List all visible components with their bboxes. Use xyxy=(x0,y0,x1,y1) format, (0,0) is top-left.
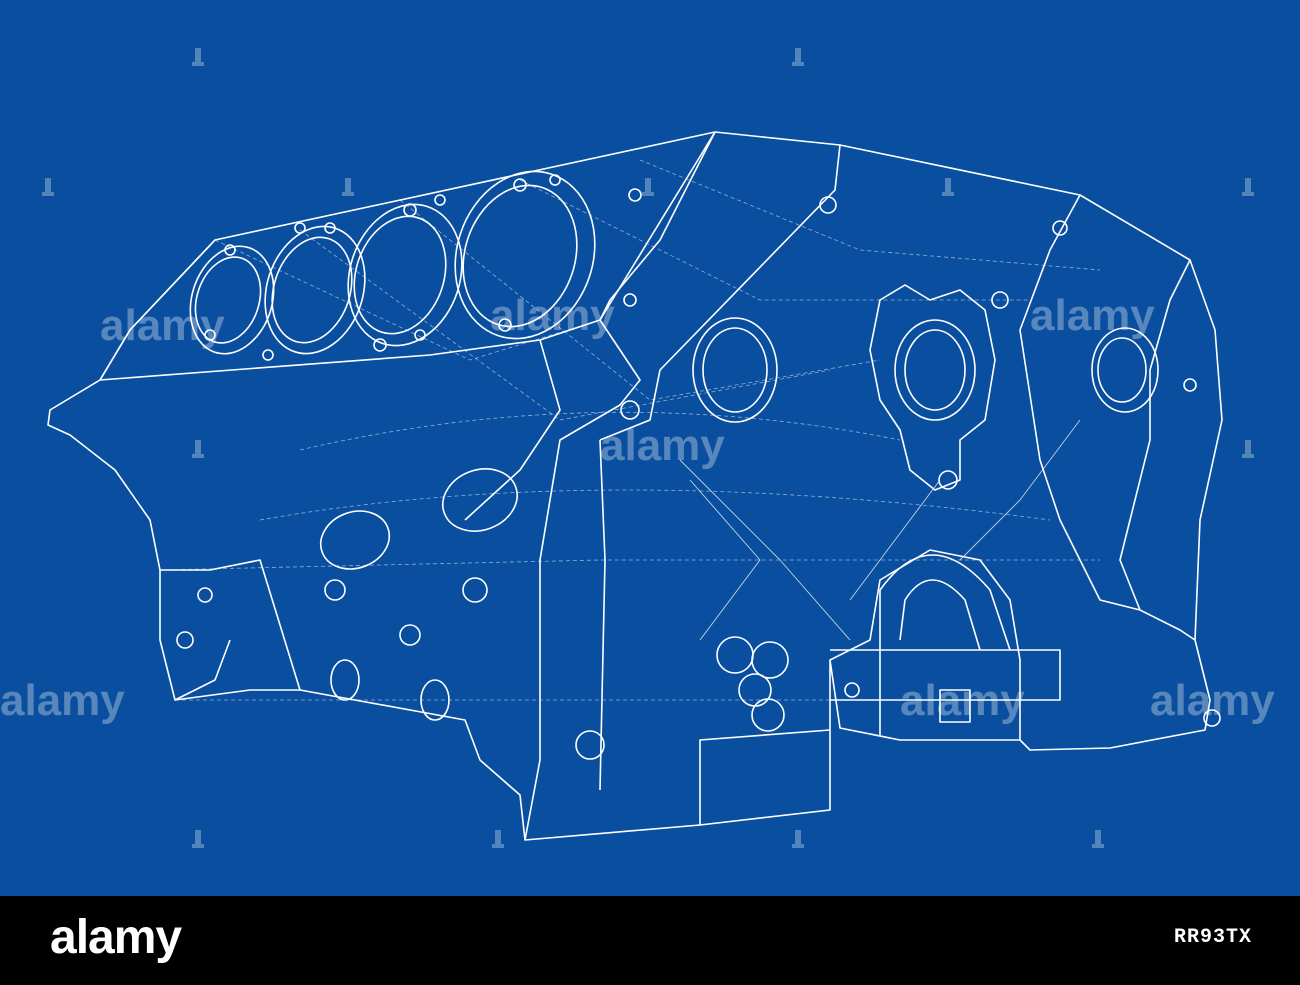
watermark-text: alamy xyxy=(600,421,725,470)
watermark-text: alamy xyxy=(0,676,125,725)
image-id: RR93TX xyxy=(1173,926,1252,949)
alamy-logo: alamy xyxy=(50,911,182,964)
block-outline xyxy=(47,131,1223,841)
watermark-pattern: alamy alamy alamy alamy alamy alamy alam… xyxy=(0,291,1275,725)
watermark-text: alamy xyxy=(900,676,1025,725)
engine-block-blueprint: alamy alamy alamy alamy alamy alamy alam… xyxy=(0,0,1300,896)
watermark-text: alamy xyxy=(1150,676,1275,725)
engine-block-drawing: alamy alamy alamy alamy alamy alamy alam… xyxy=(0,48,1275,848)
cylinder-bores xyxy=(189,170,596,355)
footer-bar: alamy RR93TX xyxy=(0,896,1300,985)
bolt-holes xyxy=(204,174,642,361)
watermark-text: alamy xyxy=(100,301,225,350)
watermark-markers xyxy=(42,48,1254,848)
lower-bosses xyxy=(176,468,1221,760)
watermark-text: alamy xyxy=(1030,291,1155,340)
crank-bores xyxy=(620,196,1197,491)
hidden-lines xyxy=(159,159,1101,701)
watermark-text: alamy xyxy=(490,291,615,340)
